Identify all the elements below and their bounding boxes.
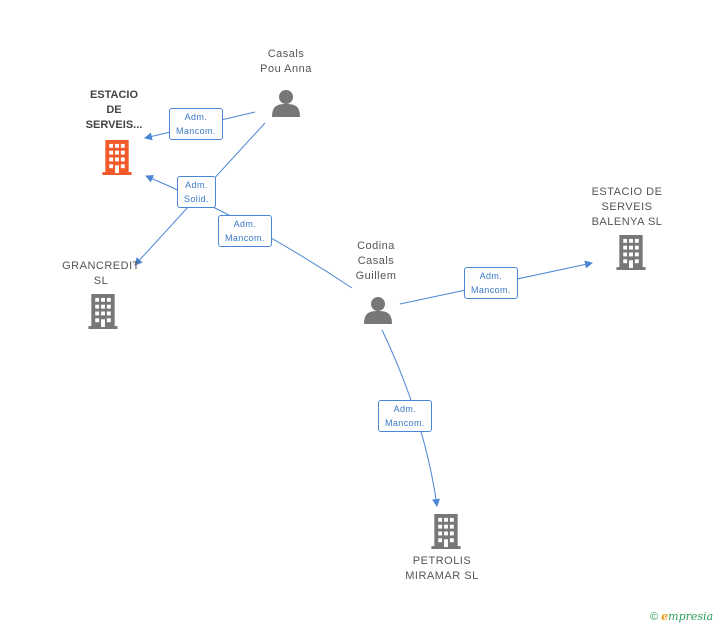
building-icon[interactable]	[431, 514, 461, 549]
node-label-codina-casals-guillem[interactable]: Codina Casals Guillem	[355, 240, 397, 282]
building-icon[interactable]	[616, 235, 646, 270]
edge-label-adm-solid: Adm. Solid.	[177, 176, 216, 208]
node-label-casals-pou-anna[interactable]: Casals Pou Anna	[260, 48, 312, 75]
building-icon[interactable]	[102, 140, 132, 175]
copyright-symbol: ©	[650, 611, 659, 623]
edge-label-adm-mancom: Adm. Mancom.	[218, 215, 272, 247]
node-label-estacio-main[interactable]: ESTACIO DE SERVEIS...	[85, 89, 143, 131]
node-label-grancredit[interactable]: GRANCREDIT SL	[62, 260, 140, 287]
edge-label-adm-mancom: Adm. Mancom.	[378, 400, 432, 432]
node-label-petrolis-miramar[interactable]: PETROLIS MIRAMAR SL	[405, 555, 479, 582]
building-icon[interactable]	[88, 294, 118, 329]
node-label-estacio-balenya[interactable]: ESTACIO DE SERVEIS BALENYA SL	[591, 186, 663, 228]
person-icon[interactable]	[272, 90, 300, 117]
brand-logo: empresia	[661, 610, 714, 623]
edge-label-adm-mancom: Adm. Mancom.	[169, 108, 223, 140]
edge-label-adm-mancom: Adm. Mancom.	[464, 267, 518, 299]
footer-brand[interactable]: © empresia	[650, 610, 713, 623]
person-icon[interactable]	[364, 297, 392, 324]
